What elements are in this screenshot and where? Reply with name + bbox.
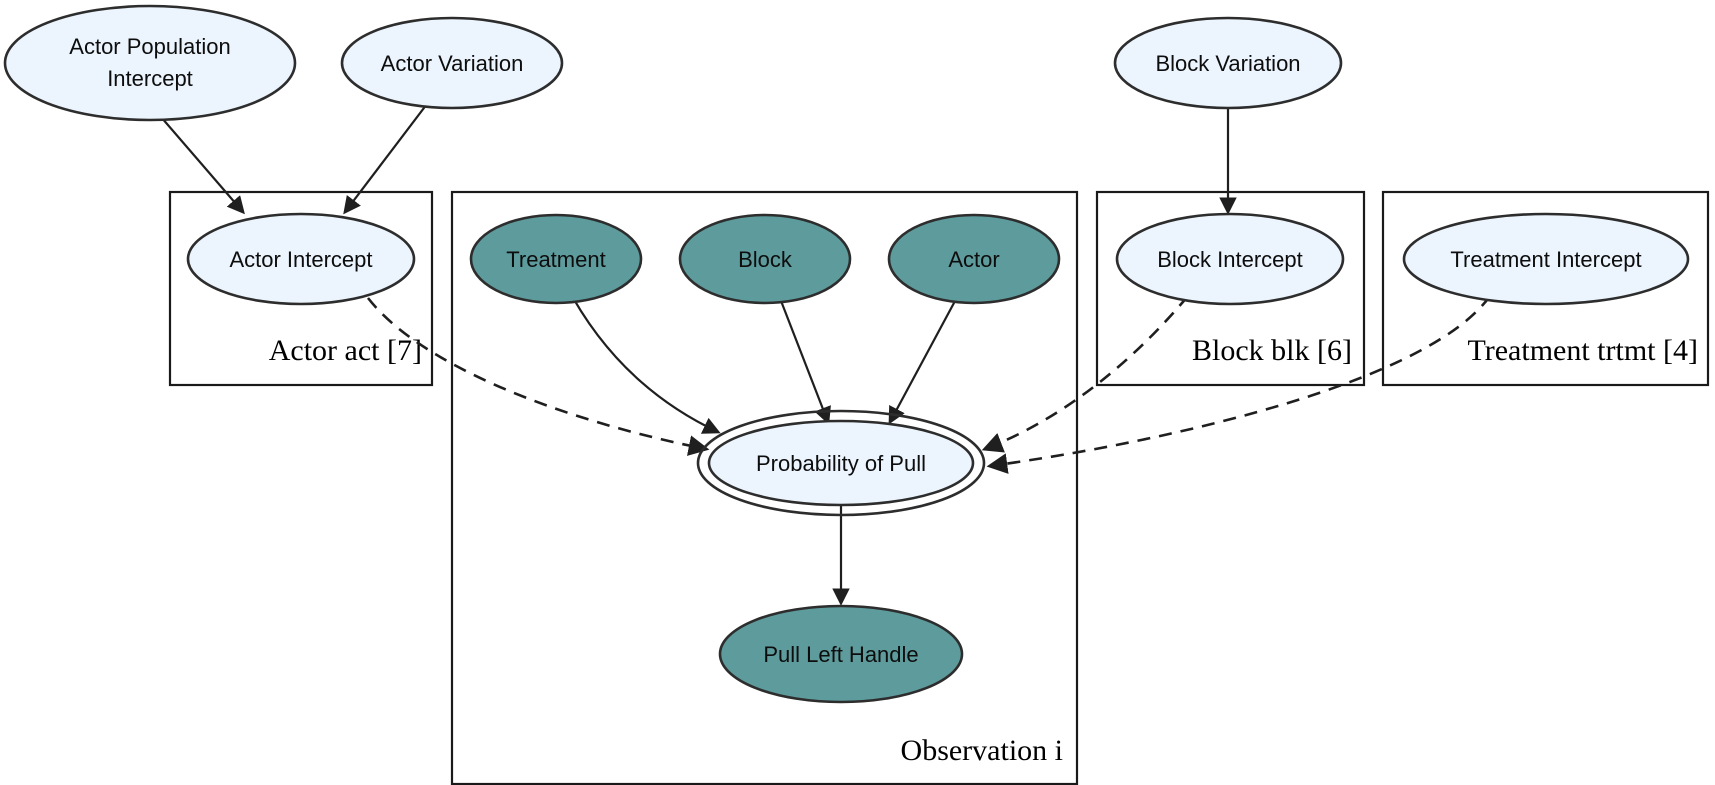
edge-actor-intercept-to-probability-of-pull — [366, 297, 710, 456]
actor-variation-ellipse[interactable] — [340, 16, 564, 110]
node-actor-variation[interactable]: Actor Variation — [340, 16, 564, 110]
plate-block-rect — [1095, 190, 1366, 387]
plate-observation-rect — [450, 190, 1079, 785]
block-intercept-ellipse[interactable] — [1115, 212, 1345, 306]
node-block[interactable]: Block — [678, 213, 852, 305]
treatment-intercept-ellipse[interactable] — [1402, 212, 1690, 306]
actor-intercept-label: Actor Intercept — [229, 247, 372, 272]
plate-actor-label: Actor act [7] — [269, 334, 422, 367]
actor-ellipse[interactable] — [887, 213, 1061, 305]
node-block-variation[interactable]: Block Variation — [1113, 16, 1343, 110]
plate-observation: Observation i — [450, 190, 1079, 785]
probability-of-pull-ellipse[interactable] — [707, 419, 975, 507]
node-actor[interactable]: Actor — [887, 213, 1061, 305]
plate-actor: Actor act [7] — [168, 190, 434, 387]
node-actor-intercept[interactable]: Actor Intercept — [186, 212, 416, 306]
actor-variation-label: Actor Variation — [381, 51, 524, 76]
block-intercept-label: Block Intercept — [1157, 247, 1303, 272]
edge-actor-population-intercept-to-actor-intercept — [154, 109, 245, 215]
plate-actor-rect — [168, 190, 434, 387]
block-ellipse[interactable] — [678, 213, 852, 305]
plate-treatment-label: Treatment trtmt [4] — [1467, 334, 1698, 367]
plate-block: Block blk [6] — [1095, 190, 1366, 387]
actor-intercept-ellipse[interactable] — [186, 212, 416, 306]
pull-left-handle-label: Pull Left Handle — [763, 642, 918, 667]
edge-actor-variation-to-actor-intercept — [343, 99, 431, 215]
edge-block-intercept-to-probability-of-pull — [981, 295, 1189, 453]
edge-actor-to-probability-of-pull — [888, 287, 963, 425]
block-variation-ellipse[interactable] — [1113, 16, 1343, 110]
actor-population-intercept-label-line1: Actor Population — [69, 34, 230, 59]
node-actor-population-intercept[interactable]: Actor Population Intercept — [3, 4, 297, 122]
edge-block-to-probability-of-pull — [774, 287, 831, 425]
pull-left-handle-ellipse[interactable] — [718, 604, 964, 704]
actor-population-intercept-label-line2: Intercept — [107, 66, 193, 91]
plate-observation-label: Observation i — [901, 734, 1063, 767]
node-treatment[interactable]: Treatment — [469, 213, 643, 305]
block-label: Block — [738, 247, 793, 272]
treatment-ellipse[interactable] — [469, 213, 643, 305]
edge-treatment-to-probability-of-pull — [565, 284, 721, 434]
probability-of-pull-outer-ellipse — [696, 409, 986, 517]
node-pull-left-handle[interactable]: Pull Left Handle — [718, 604, 964, 704]
edge-treatment-intercept-to-probability-of-pull — [986, 295, 1492, 474]
node-block-intercept[interactable]: Block Intercept — [1115, 212, 1345, 306]
probability-of-pull-label: Probability of Pull — [756, 451, 926, 476]
plate-treatment-rect — [1381, 190, 1710, 387]
node-treatment-intercept[interactable]: Treatment Intercept — [1402, 212, 1690, 306]
plate-treatment: Treatment trtmt [4] — [1381, 190, 1710, 387]
plate-block-label: Block blk [6] — [1192, 334, 1352, 367]
edges — [154, 99, 1492, 606]
node-probability-of-pull[interactable]: Probability of Pull — [696, 409, 986, 517]
actor-population-intercept-ellipse[interactable] — [3, 4, 297, 122]
block-variation-label: Block Variation — [1155, 51, 1300, 76]
actor-label: Actor — [948, 247, 999, 272]
treatment-label: Treatment — [506, 247, 605, 272]
treatment-intercept-label: Treatment Intercept — [1450, 247, 1641, 272]
